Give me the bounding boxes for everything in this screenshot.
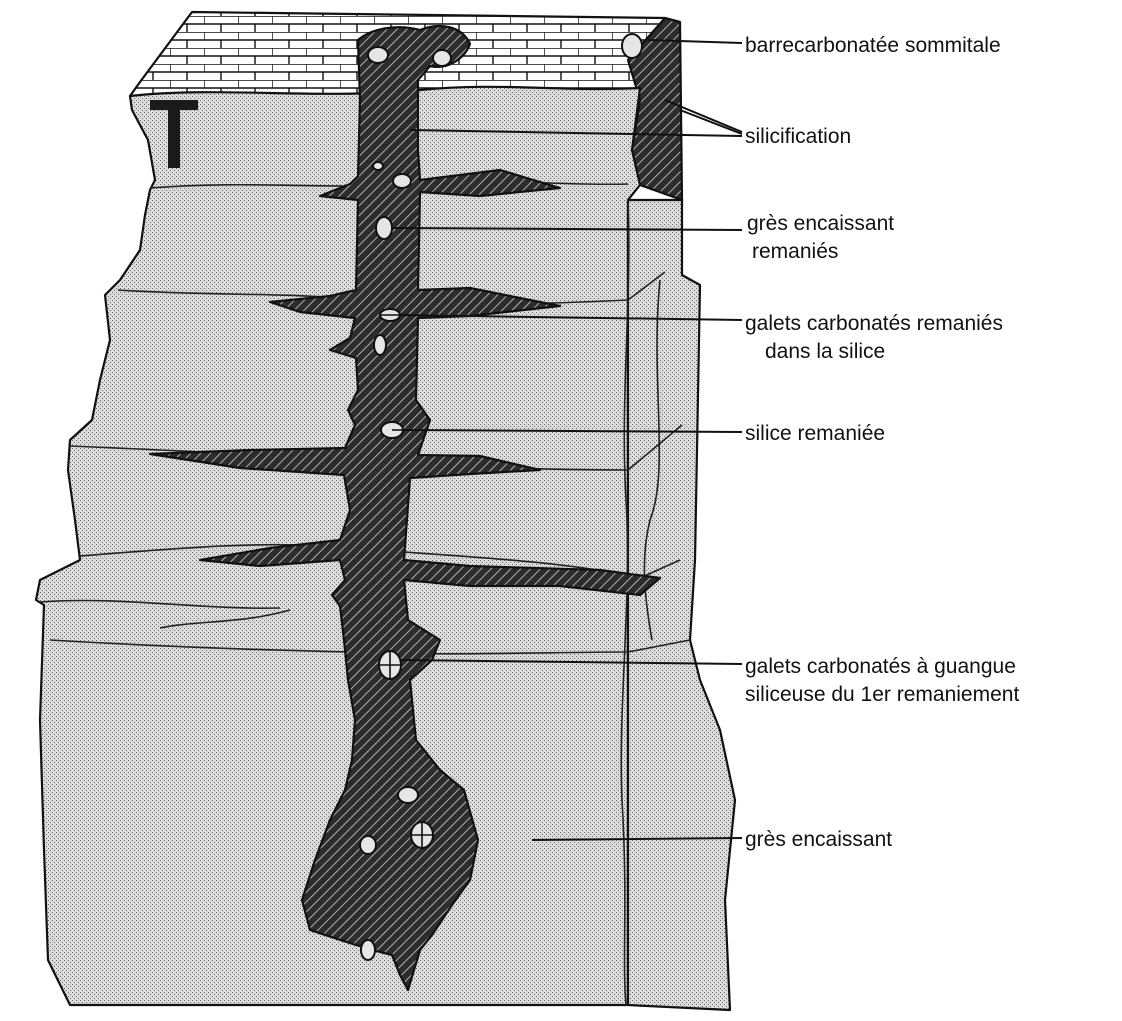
pebble-top-2 [433, 50, 451, 66]
label-silice-remaniee: silice remaniée [745, 422, 885, 445]
pebble-1 [373, 162, 383, 170]
pebble-5 [374, 335, 386, 355]
label-galets-gangue-line1: galets carbonatés à guangue [745, 655, 1016, 678]
label-galets-silice-line2: dans la silice [765, 340, 885, 363]
label-gres-encaissant: grès encaissant [745, 828, 892, 851]
pebble-3 [376, 217, 392, 239]
label-gres-remanies-line2: remaniés [752, 240, 838, 263]
sandstone-side-face [628, 200, 735, 1010]
pebble-2 [393, 174, 411, 188]
label-galets-silice-line1: galets carbonatés remaniés [745, 312, 1003, 335]
label-barre-carbonatee: barrecarbonatée sommitale [745, 34, 1001, 57]
label-gres-remanies-line1: grès encaissant [747, 212, 894, 235]
label-silicification: silicification [745, 125, 851, 148]
pebble-top-1 [368, 47, 388, 63]
pebble-8 [398, 787, 418, 803]
pebble-right-1 [622, 34, 642, 58]
pebble-11 [361, 940, 375, 960]
label-galets-gangue-line2: siliceuse du 1er remaniement [745, 683, 1019, 706]
leader-silicification-3 [680, 110, 742, 134]
pebble-9 [360, 836, 376, 854]
